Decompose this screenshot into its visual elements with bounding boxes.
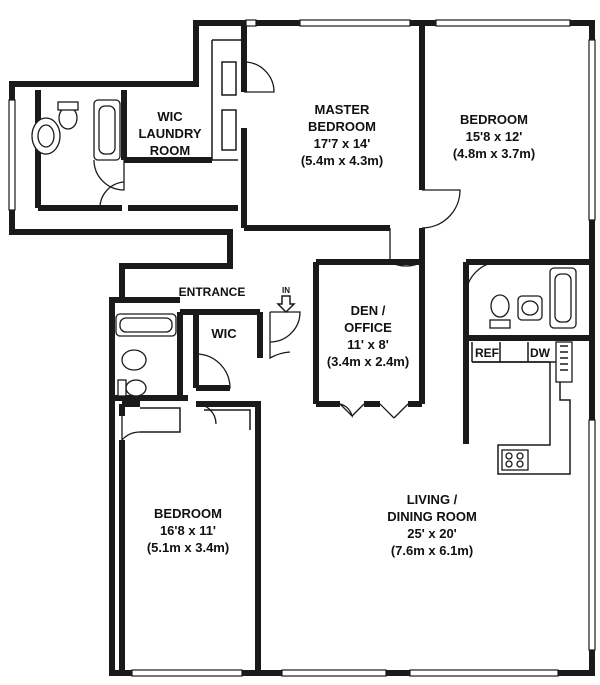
kitchen-sink: [555, 341, 573, 383]
svg-text:(7.6m x 6.1m): (7.6m x 6.1m): [391, 543, 473, 558]
living-dining-label: LIVING / DINING ROOM 25' x 20' (7.6m x 6…: [387, 492, 477, 558]
svg-text:BEDROOM: BEDROOM: [154, 506, 222, 521]
svg-text:25' x 20': 25' x 20': [407, 526, 457, 541]
svg-text:16'8 x 11': 16'8 x 11': [160, 523, 216, 538]
svg-text:OFFICE: OFFICE: [344, 320, 392, 335]
svg-text:BEDROOM: BEDROOM: [460, 112, 528, 127]
svg-text:17'7 x 14': 17'7 x 14': [314, 136, 371, 151]
bathroom-fixtures: [31, 99, 577, 397]
interior-walls: [35, 23, 592, 673]
bedroom-sw-label: BEDROOM 16'8 x 11' (5.1m x 3.4m): [147, 506, 229, 555]
svg-text:DEN /: DEN /: [351, 303, 386, 318]
svg-text:LIVING /: LIVING /: [407, 492, 458, 507]
entrance-label: ENTRANCE: [179, 285, 246, 299]
svg-text:(5.4m x 4.3m): (5.4m x 4.3m): [301, 153, 383, 168]
wic-laundry-label: WIC LAUNDRY ROOM: [138, 109, 201, 158]
ref-label: REF: [475, 346, 499, 360]
wic-label: WIC: [211, 326, 237, 341]
doors: [93, 61, 564, 442]
svg-text:ROOM: ROOM: [150, 143, 190, 158]
room-labels: MASTER BEDROOM 17'7 x 14' (5.4m x 4.3m) …: [138, 102, 550, 558]
sink-lower-left: [121, 349, 147, 371]
svg-text:LAUNDRY: LAUNDRY: [138, 126, 201, 141]
toilet-lower-left: [125, 379, 147, 397]
bedroom-ne-label: BEDROOM 15'8 x 12' (4.8m x 3.7m): [453, 112, 535, 161]
svg-text:11' x 8': 11' x 8': [347, 337, 389, 352]
cooktop: [501, 449, 529, 471]
den-office-label: DEN / OFFICE 11' x 8' (3.4m x 2.4m): [327, 303, 409, 369]
svg-text:MASTER: MASTER: [315, 102, 371, 117]
svg-text:WIC: WIC: [157, 109, 183, 124]
entry-marker-text: IN: [282, 286, 290, 295]
svg-text:(3.4m x 2.4m): (3.4m x 2.4m): [327, 354, 409, 369]
kitchen: [501, 341, 573, 471]
svg-text:BEDROOM: BEDROOM: [308, 119, 376, 134]
svg-text:15'8 x 12': 15'8 x 12': [466, 129, 523, 144]
entry-arrow-icon: IN: [276, 286, 296, 314]
svg-text:(4.8m x 3.7m): (4.8m x 3.7m): [453, 146, 535, 161]
toilet-ne: [490, 294, 510, 318]
svg-text:DINING ROOM: DINING ROOM: [387, 509, 477, 524]
dw-label: DW: [530, 346, 551, 360]
master-bedroom-label: MASTER BEDROOM 17'7 x 14' (5.4m x 4.3m): [301, 102, 383, 168]
svg-text:(5.1m x 3.4m): (5.1m x 3.4m): [147, 540, 229, 555]
exterior-walls: [9, 20, 595, 676]
windows: [8, 19, 596, 677]
